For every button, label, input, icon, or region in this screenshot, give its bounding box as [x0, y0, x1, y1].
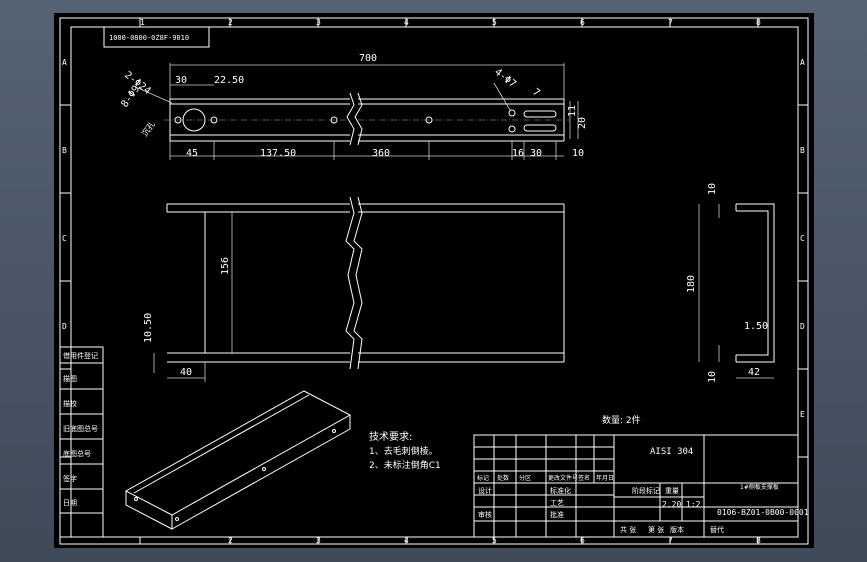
dim-137-50: 137.50: [260, 148, 296, 159]
left-table-0: 借用件登记: [63, 351, 98, 360]
scale-label: 重量: [665, 487, 679, 495]
stage-label: 阶段标记: [632, 486, 660, 495]
dim-10-side-top: 10: [707, 183, 718, 195]
col-label-7: 7: [668, 18, 673, 27]
dim-10-bottom: 10: [572, 148, 584, 159]
dim-30: 30: [175, 75, 187, 86]
dim-42: 42: [748, 367, 760, 378]
ratio-value: 1:2: [686, 500, 701, 509]
quantity-note: 数量: 2件: [602, 414, 641, 426]
rev-col-1: 处数: [497, 474, 509, 482]
col-label-bottom-4: 4: [404, 536, 409, 545]
tech-req-1: 1、去毛刺倒棱。: [369, 445, 438, 457]
dim-40: 40: [180, 367, 192, 378]
label-std: 标准化: [550, 486, 571, 495]
row-label-c: C: [62, 234, 67, 243]
row-label-d: D: [62, 322, 67, 331]
label-design: 设计: [478, 486, 492, 495]
col-label-5: 5: [492, 18, 497, 27]
left-table-6: 日期: [63, 499, 77, 507]
row-label-c-right: C: [800, 234, 805, 243]
row-label-b-right: B: [800, 146, 805, 155]
tech-req-title: 技术要求:: [369, 430, 412, 443]
dim-30-bottom: 30: [530, 148, 542, 159]
row-label-d-right: D: [800, 322, 805, 331]
material: AISI 304: [650, 447, 693, 457]
rev-col-5: 年月日: [596, 474, 614, 482]
col-label-bottom-8: 8: [756, 536, 761, 545]
drawing-code-box: [103, 26, 210, 48]
side-view: 10 180 1.50 10 42: [686, 183, 775, 383]
title-block: AISI 304 1#侧板支撑板 0106-BZ01-0B00-0001 阶段标…: [473, 434, 809, 538]
dim-7: 7: [530, 87, 542, 99]
drawing-code-text: 1000-0800-0Z8F-9010: [109, 34, 189, 42]
bottom-1: 第 张: [648, 525, 664, 534]
dim-156: 156: [220, 257, 231, 275]
dim-10-50: 10.50: [143, 313, 154, 343]
col-label-8: 8: [756, 18, 761, 27]
col-label-bottom-2: 2: [228, 536, 233, 545]
rev-col-4: 签名: [578, 474, 590, 482]
drawing-canvas: 1 2 3 4 5 6 7 8 2 3 4 5 6 7 8 A B C D A …: [54, 13, 814, 548]
left-table-1: 描图: [63, 374, 77, 383]
inner-border: [70, 26, 799, 538]
dim-22-50: 22.50: [214, 75, 244, 86]
zone-ticks: [60, 18, 808, 544]
label-check: 审核: [478, 510, 492, 519]
left-table-4: 底图总号: [63, 449, 91, 458]
left-table-3: 旧底图总号: [63, 424, 98, 433]
front-view: 156 10.50 40: [143, 196, 565, 382]
col-label-2: 2: [228, 18, 233, 27]
dim-1-50: 1.50: [744, 321, 768, 332]
bottom-3: 替代: [710, 525, 724, 534]
dim-180: 180: [686, 275, 697, 293]
col-label-bottom-7: 7: [668, 536, 673, 545]
left-table-5: 签字: [63, 474, 77, 483]
weight-value: 2.20: [662, 500, 681, 509]
label-approve: 批准: [550, 510, 564, 519]
row-label-a-right: A: [800, 58, 805, 67]
part-name: 1#侧板支撑板: [740, 483, 779, 491]
rev-col-0: 标记: [477, 474, 489, 482]
rev-col-2: 分区: [519, 474, 531, 482]
label-craft: 工艺: [550, 499, 564, 507]
drawing-number: 0106-BZ01-0B00-0001: [717, 508, 809, 517]
dim-360: 360: [372, 148, 390, 159]
col-label-3: 3: [316, 18, 321, 27]
left-side-table: 借用件登记 描图 描校 旧底图总号 底图总号 签字 日期: [59, 346, 104, 538]
left-table-2: 描校: [63, 399, 77, 408]
col-label-6: 6: [580, 18, 585, 27]
col-label-1: 1: [140, 18, 145, 27]
dim-45: 45: [186, 148, 198, 159]
isometric-view: [124, 390, 352, 530]
bottom-0: 共 张: [620, 525, 636, 534]
col-label-bottom-3: 3: [316, 536, 321, 545]
drawing-sheet: 1 2 3 4 5 6 7 8 2 3 4 5 6 7 8 A B C D A …: [54, 13, 814, 548]
row-label-b: B: [62, 146, 67, 155]
dim-10-side-bottom: 10: [707, 371, 718, 383]
col-label-bottom-6: 6: [580, 536, 585, 545]
bottom-2: 版本: [670, 525, 684, 534]
dim-20-right: 20: [577, 117, 588, 129]
dim-16: 16: [512, 148, 524, 159]
col-label-bottom-5: 5: [492, 536, 497, 545]
row-label-e-right: E: [800, 410, 805, 419]
dim-11-right: 11: [567, 105, 578, 117]
dim-700: 700: [359, 53, 377, 64]
tech-req-2: 2、未标注倒角C1: [369, 459, 441, 471]
rev-col-3: 更改文件号: [548, 474, 578, 482]
col-label-4: 4: [404, 18, 409, 27]
row-label-a: A: [62, 58, 67, 67]
